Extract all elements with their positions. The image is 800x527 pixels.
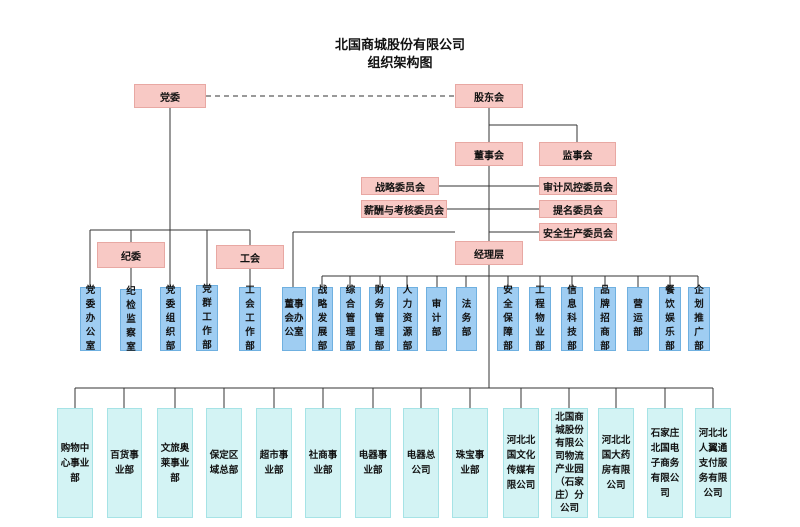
dept-property: 工程 物业 部 bbox=[529, 285, 551, 352]
dept-strategy: 战略 发展 部 bbox=[312, 285, 333, 352]
dept-dangwei-zuzhi: 党委 组织 部 bbox=[160, 285, 181, 352]
node-jianshihui: 监事会 bbox=[539, 142, 616, 166]
dept-legal: 法务 部 bbox=[456, 287, 477, 351]
dept-finance: 财务 管理 部 bbox=[369, 285, 390, 352]
dept-audit: 审计 部 bbox=[426, 287, 447, 351]
company-pharmacy: 河北北 国大药 房有限 公司 bbox=[598, 408, 634, 518]
dept-operations: 营运 部 bbox=[627, 287, 649, 351]
node-zhanlue-committee: 战略委员会 bbox=[361, 177, 439, 195]
dept-gonghui-work: 工会 工作 部 bbox=[239, 285, 261, 352]
company-culture-media: 河北北 国文化 传媒有 限公司 bbox=[503, 408, 539, 518]
company-payment: 河北北 人翼通 支付服 务有限 公司 bbox=[695, 408, 731, 518]
dept-safety: 安全 保障 部 bbox=[497, 285, 519, 352]
chart-title: 北国商城股份有限公司 bbox=[334, 38, 465, 53]
dept-board-office: 董事 会办 公室 bbox=[282, 287, 306, 351]
dept-dangwei-office: 党委 办公 室 bbox=[80, 285, 101, 352]
node-gudonghui: 股东会 bbox=[455, 84, 523, 108]
division-community: 社商事 业部 bbox=[305, 408, 341, 518]
division-baoding: 保定区 域总部 bbox=[206, 408, 242, 518]
node-timing-committee: 提名委员会 bbox=[539, 200, 617, 218]
division-electrical-company: 电器总 公司 bbox=[403, 408, 439, 518]
dept-planning: 企划 推广 部 bbox=[688, 285, 710, 352]
division-shopping-center: 购物中 心事业 部 bbox=[57, 408, 93, 518]
node-shenji-committee: 审计风控委员会 bbox=[539, 177, 617, 195]
dept-brand: 品牌 招商 部 bbox=[594, 285, 616, 352]
node-anquan-committee: 安全生产委员会 bbox=[539, 223, 617, 241]
division-jewelry: 珠宝事 业部 bbox=[452, 408, 488, 518]
node-gonghui: 工会 bbox=[216, 245, 284, 269]
division-supermarket: 超市事 业部 bbox=[256, 408, 292, 518]
dept-catering: 餐饮 娱乐 部 bbox=[659, 285, 681, 352]
company-logistics-park: 北国商 城股份 有限公 司物流 产业园 （石家 庄）分 公司 bbox=[551, 408, 588, 518]
dept-hr: 人力 资源 部 bbox=[397, 285, 418, 352]
dept-jijian-office: 纪检 监察 室 bbox=[120, 286, 142, 353]
dept-dangqun: 党群 工作 部 bbox=[196, 284, 218, 351]
division-electrical: 电器事 业部 bbox=[355, 408, 391, 518]
division-department-store: 百货事 业部 bbox=[107, 408, 142, 518]
node-dangwei: 党委 bbox=[134, 84, 206, 108]
node-dongshihui: 董事会 bbox=[455, 142, 523, 166]
dept-it: 信息 科技 部 bbox=[561, 285, 583, 352]
company-ecommerce: 石家庄 北国电 子商务 有限公 司 bbox=[647, 408, 683, 518]
node-xinchou-committee: 薪酬与考核委员会 bbox=[361, 200, 447, 218]
node-jiwei: 纪委 bbox=[97, 242, 165, 268]
node-jingliceng: 经理层 bbox=[455, 241, 523, 265]
chart-subtitle: 组织架构图 bbox=[367, 56, 433, 71]
dept-general-mgmt: 综合 管理 部 bbox=[340, 285, 361, 352]
division-culture-tourism: 文旅奥 莱事业 部 bbox=[157, 408, 193, 518]
